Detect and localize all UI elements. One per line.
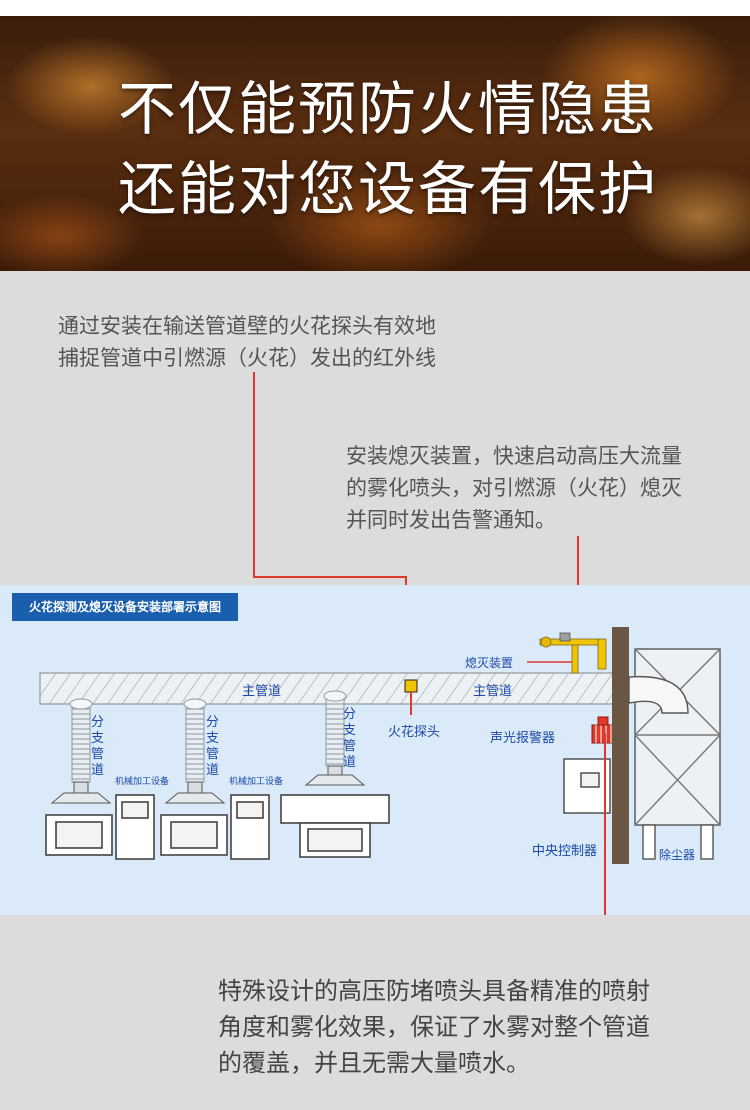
- detector-callout: 通过安装在输送管道壁的火花探头有效地 捕捉管道中引燃源（火花）发出的红外线: [58, 310, 436, 374]
- extinguish-device: [539, 632, 607, 674]
- svg-text:支: 支: [343, 723, 356, 738]
- diagram-title: 火花探测及熄灭设备安装部署示意图: [12, 593, 238, 621]
- svg-text:管: 管: [206, 747, 219, 762]
- branch-pipe-1: [50, 698, 112, 804]
- top-strip: [0, 0, 750, 16]
- svg-text:分: 分: [206, 715, 219, 730]
- nozzle-callout: 特殊设计的高压防堵喷头具备精准的喷射 角度和雾化效果，保证了水雾对整个管道 的覆…: [218, 973, 650, 1081]
- extinguish-device-label: 熄灭装置: [465, 656, 513, 670]
- branch-pipe-label-3: 分 支 管 道: [343, 707, 356, 770]
- machine-1: [45, 794, 155, 860]
- hero-banner: 不仅能预防火情隐患 还能对您设备有保护: [0, 16, 750, 271]
- svg-text:道: 道: [343, 755, 356, 770]
- svg-text:支: 支: [206, 731, 219, 746]
- nozzle-callout-line-2: 角度和雾化效果，保证了水雾对整个管道: [218, 1013, 650, 1041]
- wall: [612, 627, 629, 864]
- svg-text:分: 分: [343, 707, 356, 722]
- nozzle-callout-line-1: 特殊设计的高压防堵喷头具备精准的喷射: [218, 977, 650, 1005]
- svg-text:分: 分: [91, 715, 104, 730]
- machine-3: [280, 794, 390, 858]
- main-pipe-label-1: 主管道: [242, 684, 281, 699]
- dust-collector: [628, 648, 721, 860]
- installation-diagram: 主管道 主管道 分 支 管 道 分 支 管 道 分 支 管 道 机械加工设备 机…: [39, 627, 721, 915]
- dust-collector-label: 除尘器: [659, 847, 695, 862]
- detector-callout-line-1: 通过安装在输送管道壁的火花探头有效地: [58, 314, 436, 338]
- central-controller: [563, 758, 611, 814]
- detector-callout-line-2: 捕捉管道中引燃源（火花）发出的红外线: [58, 346, 436, 370]
- branch-pipe-2: [164, 698, 226, 804]
- hero-title-line-1: 不仅能预防火情隐患: [118, 75, 659, 143]
- extinguisher-callout-line-2: 的雾化喷头，对引燃源（火花）熄灭: [346, 476, 682, 500]
- alarm-icon: [591, 716, 615, 744]
- alarm-label: 声光报警器: [490, 730, 555, 746]
- extinguisher-callout-line-1: 安装熄灭装置，快速启动高压大流量: [346, 444, 682, 468]
- detector-leader-vertical: [253, 372, 255, 578]
- svg-text:管: 管: [343, 739, 356, 754]
- detector-leader-horizontal: [253, 576, 407, 578]
- hero-title-line-2: 还能对您设备有保护: [118, 155, 659, 223]
- extinguisher-callout: 安装熄灭装置，快速启动高压大流量 的雾化喷头，对引燃源（火花）熄灭 并同时发出告…: [346, 440, 682, 536]
- nozzle-leader: [604, 733, 606, 915]
- extinguisher-callout-line-3: 并同时发出告警通知。: [346, 508, 556, 532]
- spark-detector-label: 火花探头: [388, 724, 440, 740]
- main-pipe-label-2: 主管道: [473, 684, 512, 699]
- machine-2: [160, 794, 270, 860]
- machine-label-2: 机械加工设备: [229, 775, 283, 787]
- detector-leader-drop: [405, 576, 407, 585]
- svg-text:管: 管: [91, 747, 104, 762]
- svg-text:道: 道: [91, 763, 104, 778]
- machine-label-1: 机械加工设备: [115, 775, 169, 787]
- controller-label: 中央控制器: [532, 844, 597, 859]
- branch-pipe-label-1: 分 支 管 道: [91, 715, 104, 778]
- nozzle-callout-line-3: 的覆盖，并且无需大量喷水。: [218, 1049, 530, 1077]
- branch-pipe-label-2: 分 支 管 道: [206, 715, 219, 778]
- svg-text:道: 道: [206, 763, 219, 778]
- spark-detector: [404, 679, 418, 693]
- svg-text:支: 支: [91, 731, 104, 746]
- branch-pipe-3: [304, 690, 366, 786]
- extinguisher-leader: [577, 536, 579, 585]
